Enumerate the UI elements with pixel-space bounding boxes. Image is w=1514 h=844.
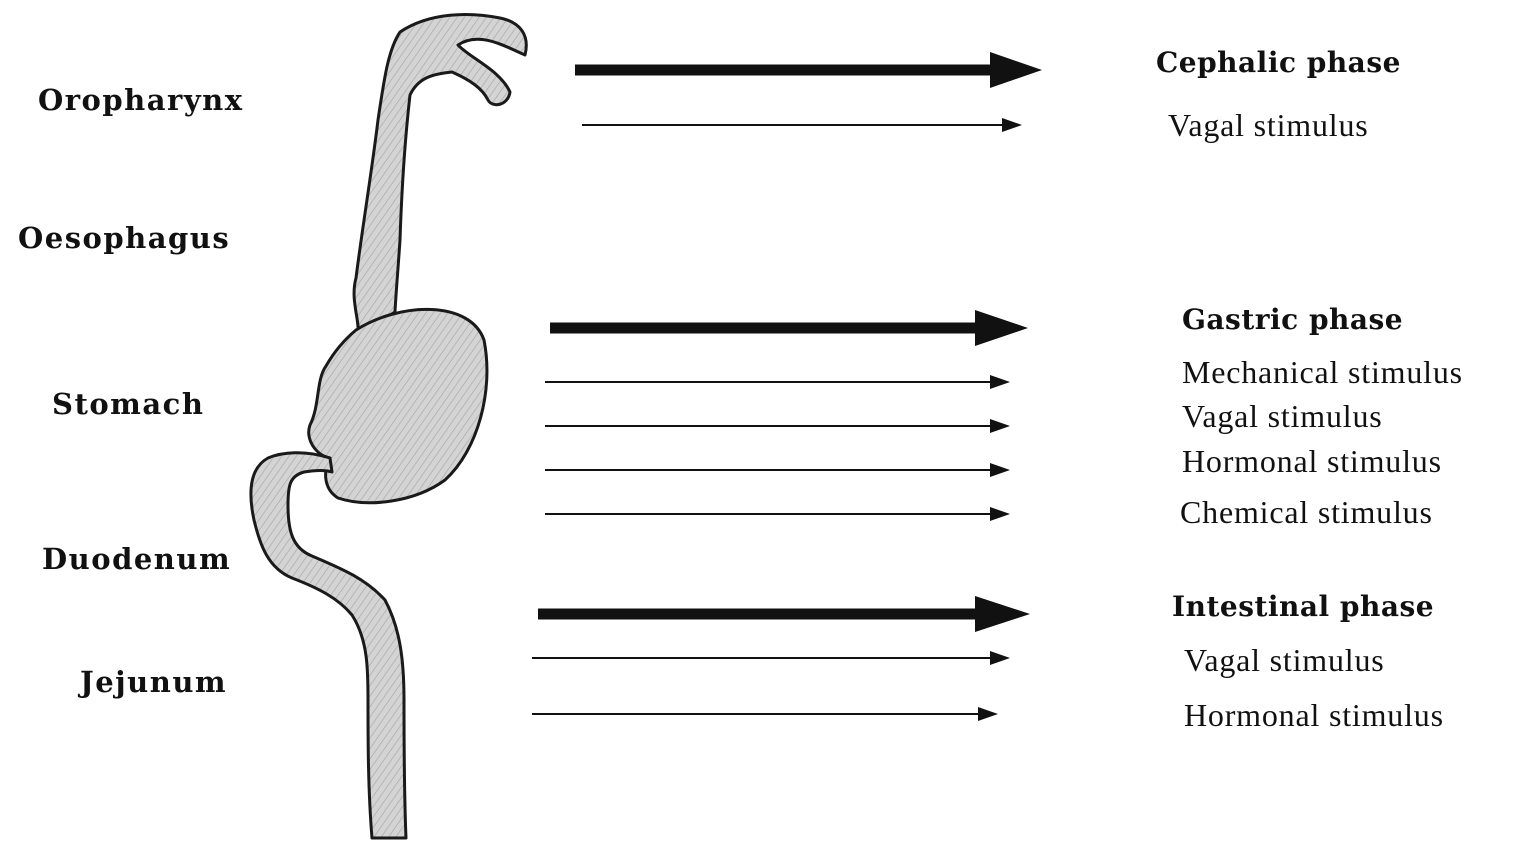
gastric-chemical-stimulus-arrow xyxy=(545,507,1010,521)
organ-label-stomach: Stomach xyxy=(52,387,204,421)
intestinal-stimulus-vagal: Vagal stimulus xyxy=(1184,642,1385,678)
intestinal-phase-main-arrow xyxy=(538,596,1030,632)
organ-label-oesophagus: Oesophagus xyxy=(18,221,230,255)
intestinal-hormonal-stimulus-arrow xyxy=(532,707,998,721)
gastric-vagal-stimulus-arrow xyxy=(545,419,1010,433)
cephalic-phase-title: Cephalic phase xyxy=(1156,46,1401,79)
digestive-tract-drawing xyxy=(251,15,526,838)
gastric-mechanical-stimulus-arrow xyxy=(545,375,1010,389)
intestinal-phase-title: Intestinal phase xyxy=(1172,590,1434,623)
organ-label-duodenum: Duodenum xyxy=(42,542,231,576)
cephalic-phase-main-arrow xyxy=(575,52,1042,88)
intestinal-vagal-stimulus-arrow xyxy=(532,651,1010,665)
gastric-stimulus-vagal: Vagal stimulus xyxy=(1182,398,1383,434)
gastric-hormonal-stimulus-arrow xyxy=(545,463,1010,477)
gastric-phase-main-arrow xyxy=(550,310,1028,346)
intestinal-stimulus-hormonal: Hormonal stimulus xyxy=(1184,697,1444,733)
organ-label-jejunum: Jejunum xyxy=(77,665,227,699)
gastric-stimulus-hormonal: Hormonal stimulus xyxy=(1182,443,1442,479)
cephalic-vagal-stimulus-arrow xyxy=(582,118,1022,132)
duodenum-jejunum-shape xyxy=(251,453,406,838)
oropharynx-oesophagus-shape xyxy=(354,15,526,335)
gastric-phase-title: Gastric phase xyxy=(1182,303,1403,336)
stomach-shape xyxy=(309,309,487,502)
gastric-stimulus-chemical: Chemical stimulus xyxy=(1180,494,1433,530)
cephalic-stimulus-vagal: Vagal stimulus xyxy=(1168,107,1369,143)
organ-label-oropharynx: Oropharynx xyxy=(38,83,244,117)
gastric-stimulus-mechanical: Mechanical stimulus xyxy=(1182,354,1463,390)
